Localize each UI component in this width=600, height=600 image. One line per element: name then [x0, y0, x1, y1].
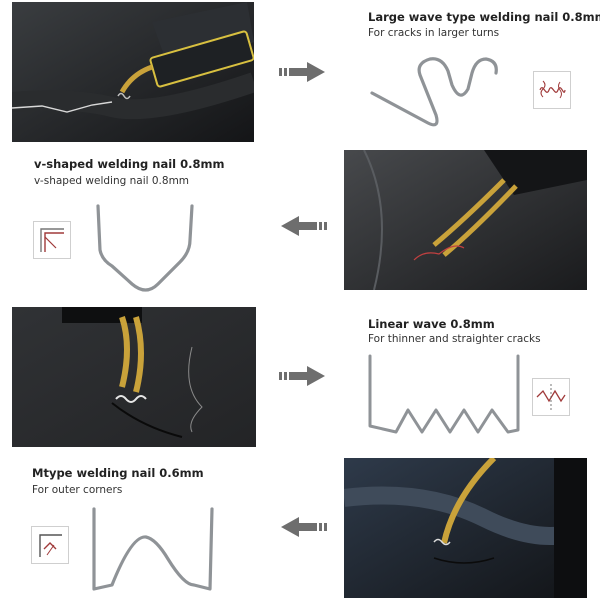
v-shaped-nail-image [96, 204, 194, 292]
item-title: Mtype welding nail 0.6mm [32, 466, 204, 480]
right-arrow-icon [279, 366, 325, 390]
photo-stapler-on-crack-2 [344, 150, 587, 290]
item-title: Large wave type welding nail 0.8mm [368, 10, 600, 24]
photo-stapler-on-crack-3 [12, 307, 256, 447]
left-arrow-icon [281, 517, 327, 541]
linear-wave-icon [532, 378, 570, 416]
item-title: v-shaped welding nail 0.8mm [34, 157, 225, 171]
item-title: Linear wave 0.8mm [368, 317, 495, 331]
item-subtitle: For cracks in larger turns [368, 27, 500, 39]
outer-corner-icon [31, 526, 69, 564]
item-subtitle: For thinner and straighter cracks [368, 333, 541, 345]
large-wave-nail-image [370, 57, 498, 127]
v-corner-icon [33, 221, 71, 259]
linear-wave-nail-image [368, 354, 520, 434]
right-arrow-icon [279, 62, 325, 86]
left-arrow-icon [281, 216, 327, 240]
photo-stapler-on-crack-4 [344, 458, 587, 598]
wave-crack-icon [533, 71, 571, 109]
item-subtitle: For outer corners [32, 484, 123, 496]
item-subtitle: v-shaped welding nail 0.8mm [34, 175, 190, 187]
m-type-nail-image [92, 507, 214, 591]
photo-stapler-on-crack-1 [12, 2, 254, 142]
